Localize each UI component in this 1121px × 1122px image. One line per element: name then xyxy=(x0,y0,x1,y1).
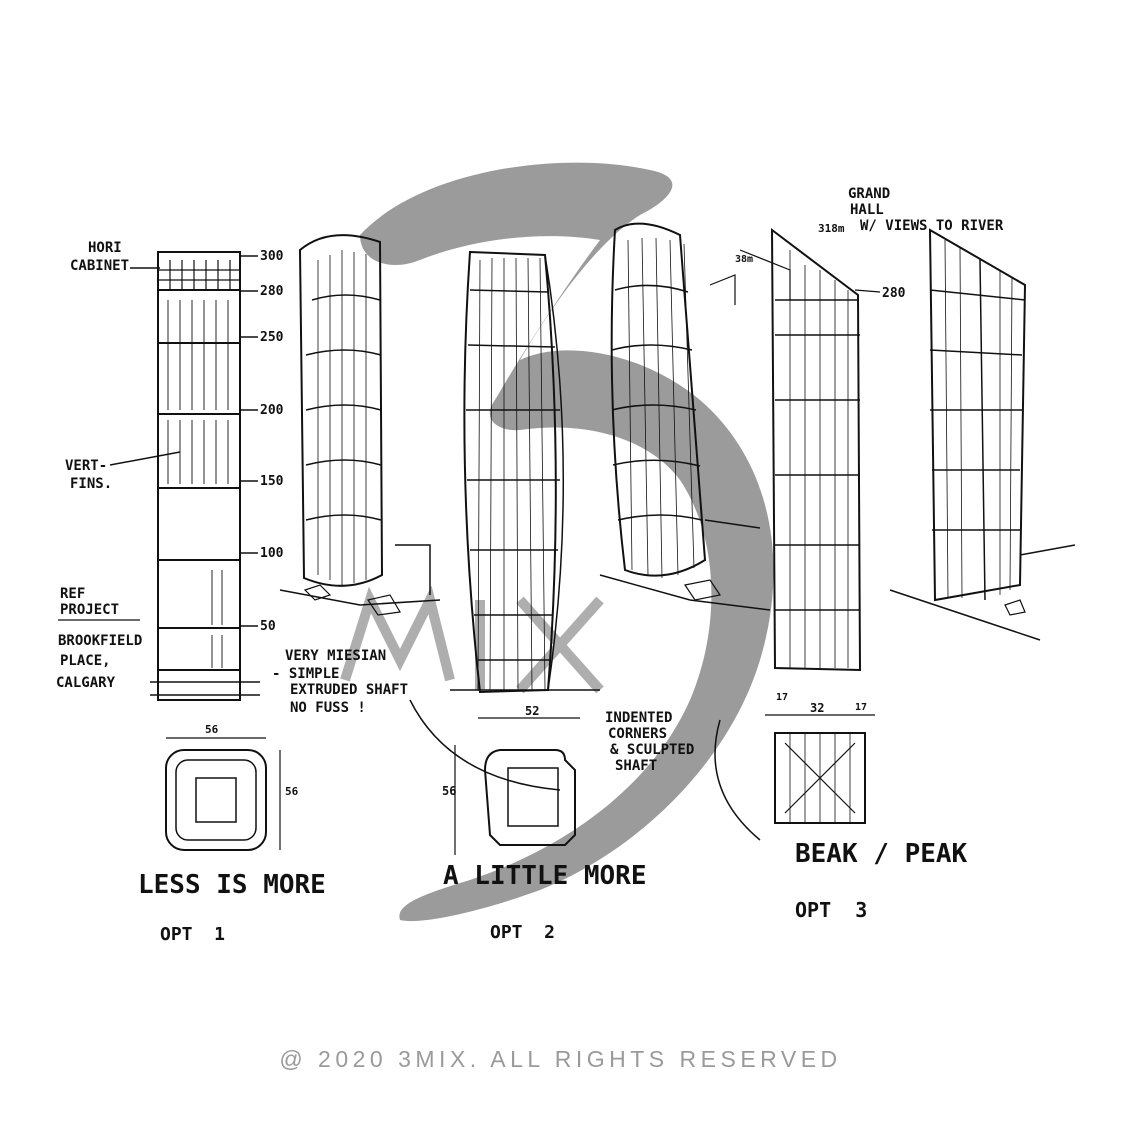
connector-curve xyxy=(409,699,561,791)
opt1-plan-dim-h: 56 xyxy=(285,785,299,798)
opt3-dim-38: 38m xyxy=(735,254,753,265)
opt1-plan-dim-w: 56 xyxy=(205,723,219,736)
elevation-label-300: 300 xyxy=(260,249,284,264)
opt2-plan-dim-w: 52 xyxy=(525,704,539,718)
elevation-label-50: 50 xyxy=(260,619,276,634)
copyright-footer: @ 2020 3MIX. ALL RIGHTS RESERVED xyxy=(279,1046,842,1072)
opt2-tower-elevation xyxy=(450,250,600,694)
watermark-logo xyxy=(360,162,774,922)
opt3-dim-280: 280 xyxy=(882,286,906,301)
opt3-dim-318: 318m xyxy=(818,222,845,235)
opt1-tower-elevation xyxy=(150,251,260,701)
opt1-plan xyxy=(165,737,281,851)
opt3-tower-perspective xyxy=(889,228,1076,641)
opt1-elevation-scale xyxy=(240,255,258,627)
elevation-label-100: 100 xyxy=(260,546,284,561)
opt2-tower-perspective xyxy=(599,222,771,611)
opt1-elevation-labels: 300 280 250 200 150 100 50 xyxy=(260,249,284,634)
elevation-label-150: 150 xyxy=(260,474,284,489)
elevation-label-250: 250 xyxy=(260,330,284,345)
opt1-label: OPT 1 xyxy=(160,924,225,945)
opt1-title: LESS IS MORE xyxy=(138,870,326,900)
opt2-plan-dim-h: 56 xyxy=(442,784,456,798)
opt3-tower-elevation xyxy=(709,227,881,672)
opt3-plan-dim-right: 17 xyxy=(855,702,867,713)
opt2-plan xyxy=(454,717,580,855)
opt2-label: OPT 2 xyxy=(490,922,555,943)
opt1-tower-perspective xyxy=(279,234,441,616)
elevation-label-280: 280 xyxy=(260,284,284,299)
note-vert-fins: VERT-FINS. xyxy=(65,458,112,492)
opt3-plan-dim-left: 17 xyxy=(776,692,788,703)
opt3-title: BEAK / PEAK xyxy=(795,839,968,869)
connector-curve-opt3 xyxy=(714,719,761,841)
opt3-plan-dim-mid: 32 xyxy=(810,701,824,715)
opt3-label: OPT 3 xyxy=(795,898,867,922)
opt2-title: A LITTLE MORE xyxy=(443,861,647,891)
opt3-plan xyxy=(765,714,875,824)
elevation-label-200: 200 xyxy=(260,403,284,418)
